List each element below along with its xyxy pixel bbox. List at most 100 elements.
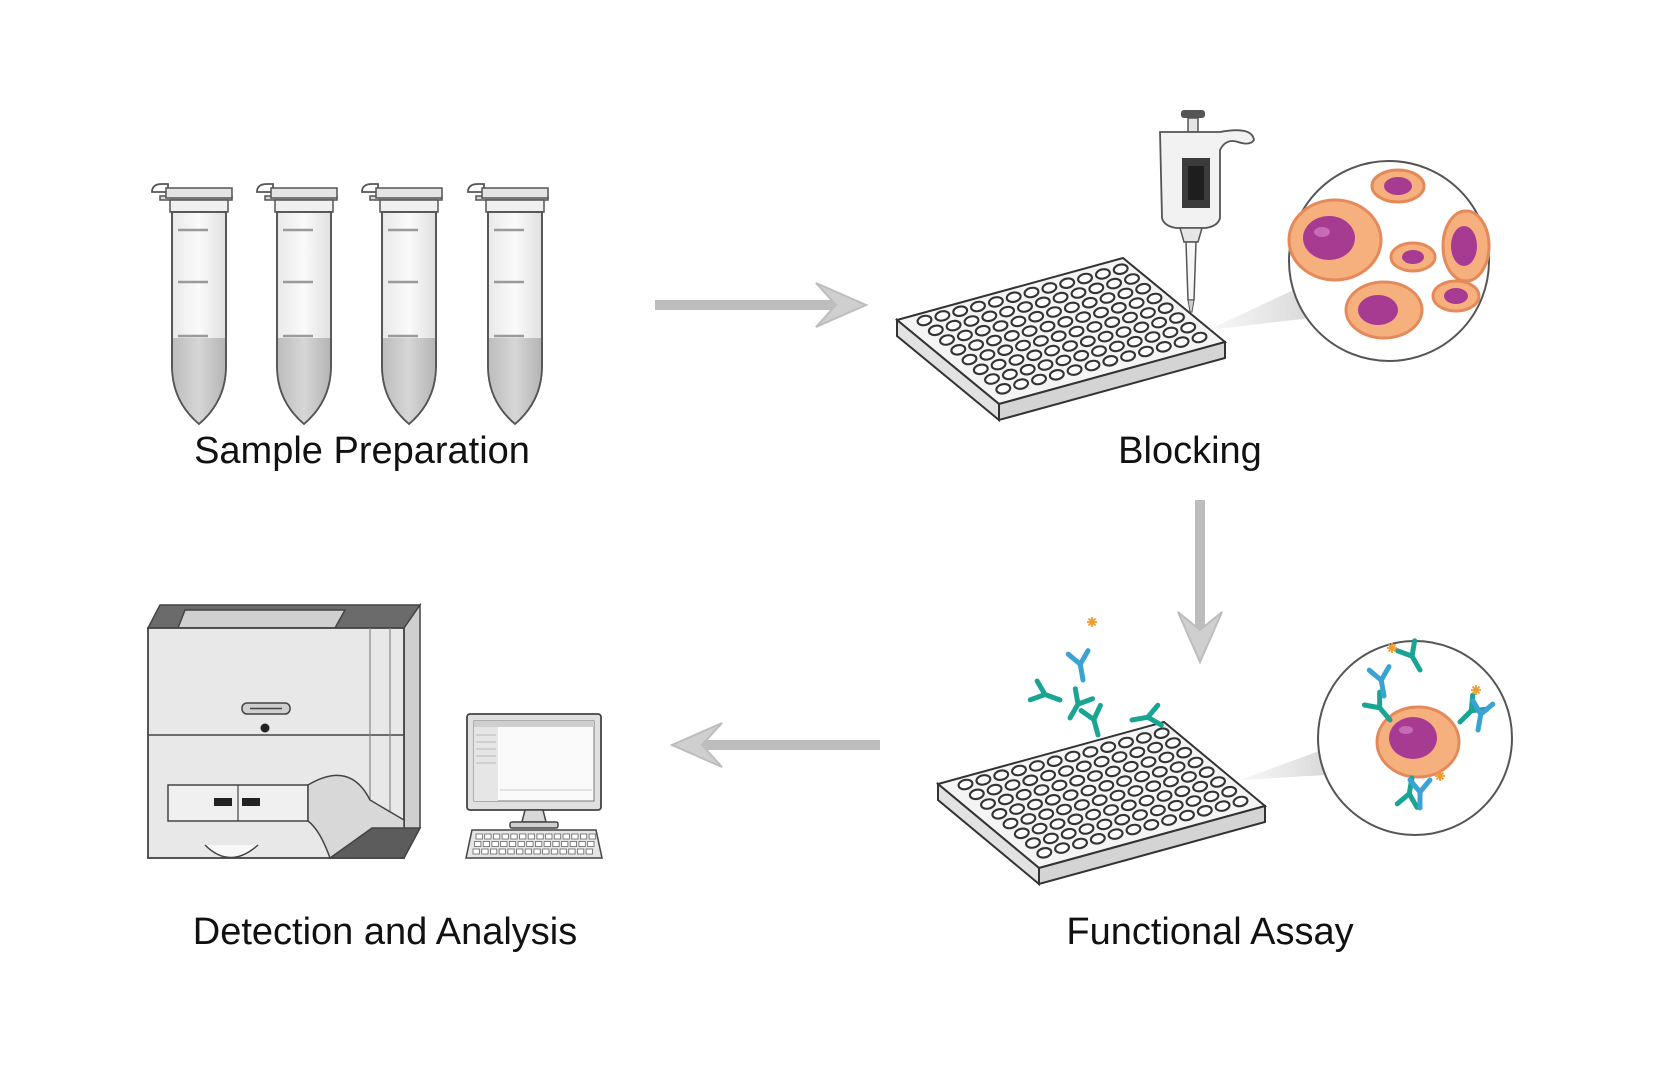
plate-well: [979, 349, 996, 361]
plate-well: [1149, 804, 1166, 817]
plate-well: [968, 339, 985, 351]
plate-well: [1098, 780, 1115, 792]
plate-well: [1002, 817, 1019, 830]
plate-well: [1151, 766, 1168, 778]
keyboard-key: [517, 841, 525, 847]
plate-well: [1109, 789, 1126, 802]
plate-well: [1062, 340, 1078, 352]
plate-well: [1140, 756, 1157, 768]
plate-well: [1176, 746, 1193, 759]
plate-well: [1051, 779, 1068, 792]
plate-well: [1066, 364, 1083, 376]
plate-well: [1169, 761, 1186, 773]
plate-well: [970, 300, 986, 313]
plate-well: [1203, 790, 1220, 803]
keyboard-key: [536, 833, 544, 840]
plate-well: [1106, 277, 1123, 290]
plate-well: [1134, 770, 1150, 783]
keyboard-key: [519, 833, 527, 840]
plate-well: [975, 774, 992, 786]
keyboard-key: [545, 833, 553, 840]
magnifier-beam-icon: [1240, 750, 1326, 780]
plate-well: [916, 314, 933, 327]
plate-well: [1191, 331, 1208, 344]
keyboard-key: [526, 841, 534, 847]
plate-well: [1143, 819, 1160, 831]
plate-well: [1099, 292, 1116, 304]
plate-well: [1022, 774, 1039, 787]
plate-well: [987, 296, 1004, 308]
keyboard-key: [481, 848, 489, 855]
keyboard-key: [535, 841, 543, 847]
plate-well: [1084, 359, 1101, 372]
plate-well: [981, 310, 998, 323]
microcentrifuge-tube-icon: [150, 182, 550, 426]
plate-well: [1036, 847, 1053, 859]
plate-well: [1041, 282, 1058, 294]
plate-well: [1104, 765, 1121, 778]
plate-well: [945, 319, 962, 332]
keyboard-key: [552, 841, 560, 847]
plate-well: [1139, 307, 1156, 319]
computer-monitor-icon: [466, 713, 602, 829]
plate-well: [1214, 800, 1231, 812]
plate-well: [1221, 785, 1238, 798]
keyboard-key: [533, 848, 541, 855]
plate-well: [1028, 310, 1045, 323]
plate-well: [1187, 756, 1204, 769]
plate-well: [1079, 335, 1096, 348]
keyboard-key: [501, 833, 509, 840]
plate-well: [1088, 282, 1105, 295]
plate-well: [1072, 837, 1088, 850]
keyboard-key: [507, 848, 515, 855]
antibody-icon: [1030, 616, 1161, 738]
keyboard-key: [498, 848, 506, 855]
plate-well: [1089, 833, 1106, 845]
keyboard-icon: [465, 829, 603, 859]
plate-well: [1033, 784, 1050, 796]
plate-well: [980, 798, 996, 810]
plate-well: [1151, 316, 1168, 329]
plate-well: [1070, 287, 1087, 299]
plate-well: [1162, 326, 1179, 339]
plate-well: [1127, 785, 1144, 797]
plate-well: [950, 344, 967, 356]
plate-well: [1145, 780, 1162, 792]
plate-well: [1049, 818, 1066, 830]
keyboard-key: [508, 841, 517, 847]
plate-well: [992, 320, 1009, 332]
plate-well: [1023, 286, 1040, 299]
plate-well: [991, 808, 1008, 820]
plate-well: [986, 783, 1003, 796]
plate-well: [1110, 302, 1127, 314]
keyboard-key: [577, 848, 585, 855]
keyboard-key: [578, 841, 586, 847]
plate-well: [1163, 775, 1179, 788]
plate-well: [1003, 330, 1020, 342]
plate-well: [995, 383, 1012, 395]
plate-well: [1080, 784, 1097, 797]
plate-well: [1040, 769, 1057, 782]
plate-well: [1025, 837, 1041, 849]
plate-well: [1021, 325, 1038, 337]
keyboard-key: [588, 833, 596, 840]
keyboard-key: [492, 833, 501, 840]
plate-well: [1027, 798, 1043, 811]
plate-well: [1085, 808, 1102, 821]
plate-well: [1196, 805, 1213, 817]
plate-well: [1112, 263, 1129, 275]
plate-well: [934, 310, 951, 322]
plate-well: [1054, 842, 1071, 854]
plate-well: [1005, 291, 1022, 303]
plate-well: [1096, 818, 1113, 831]
plate-well: [1117, 287, 1134, 300]
plate-well: [974, 324, 991, 337]
plate-well: [1031, 822, 1048, 835]
plate-well: [1097, 330, 1114, 343]
plate-well: [1077, 272, 1093, 285]
plate-well: [1185, 795, 1202, 807]
plate-well: [1052, 291, 1069, 304]
plate-well: [1037, 359, 1054, 371]
plate-well: [968, 788, 985, 801]
cells-magnifier-icon: [1287, 160, 1491, 362]
